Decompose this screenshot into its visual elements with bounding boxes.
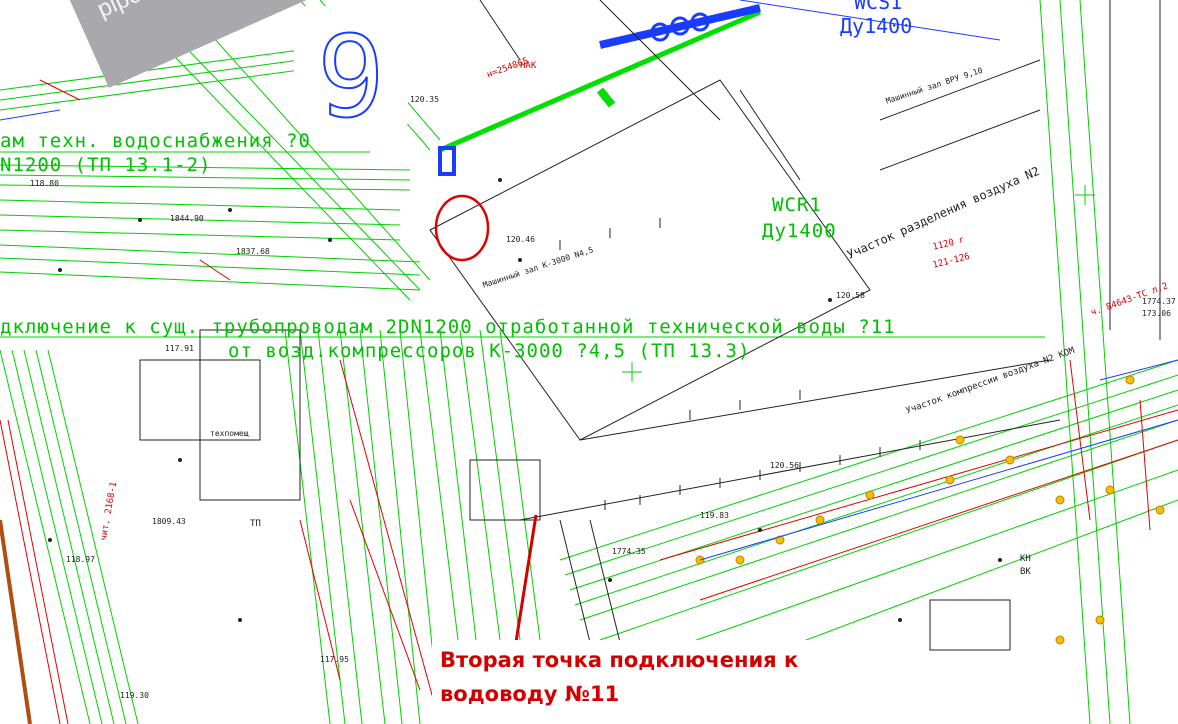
sheet-number-glyph: 9 [316, 12, 385, 144]
pipe-label-wcr1: WCR1 [772, 194, 822, 216]
label-building-2: 173.06 [1142, 309, 1171, 318]
elevation-f: 119.83 [700, 511, 729, 520]
pipe-bundle-center [284, 329, 541, 724]
pipe-label-wcr1-dn: Ду1400 [762, 220, 837, 242]
elevation-h: 1837.68 [236, 247, 270, 256]
blue-lines [0, 0, 1178, 561]
main-label-2: от возд.компрессоров К-3000 ?4,5 (ТП 13.… [228, 340, 751, 362]
tick-marks [559, 218, 921, 510]
brown-pipe-left [0, 519, 32, 724]
crosshair-marks [622, 185, 1095, 382]
callout-line-2: водоводу №11 [440, 682, 620, 706]
building-outlines [139, 0, 1161, 724]
label-tp: ТП [250, 519, 261, 529]
elevation-d: 117.91 [165, 344, 194, 353]
header-label-b: N1200 (ТП 13.1-2) [0, 154, 212, 176]
header-label-a: ам техн. водоснабжения ?0 [0, 130, 311, 152]
elevation-k: 117.95 [320, 655, 349, 664]
label-vk: ВК [1020, 567, 1031, 577]
valve-marker-blue [438, 146, 456, 176]
callout-line-1: Вторая точка подключения к [440, 648, 799, 672]
pipe-bundle-upper [0, 0, 441, 301]
elevation-j: 120.58 [836, 291, 865, 300]
elevation-l: 118.97 [66, 555, 95, 564]
label-tech-room: техпомещ [210, 429, 249, 438]
elevation-a: 120.35 [410, 95, 439, 104]
main-green-pipe [439, 9, 761, 153]
elevation-g: 1809.43 [152, 517, 186, 526]
red-lines [0, 79, 1178, 724]
pipe-bundle-left [0, 349, 139, 724]
callout-box: Вторая точка подключения к водоводу №11 [432, 640, 900, 724]
blue-fittings [650, 12, 710, 42]
callout-leader [514, 514, 538, 643]
pipe-label-wcs1: WCS1 [854, 0, 903, 14]
elevation-n: 1774.35 [612, 547, 646, 556]
blue-pipe-top [599, 4, 761, 49]
survey-points [48, 178, 1002, 622]
main-label-1: дключение к сущ. трубопроводам 2DN1200 о… [0, 316, 896, 338]
highlight-circle [434, 194, 490, 262]
label-nak: НАК [520, 61, 537, 71]
elevation-m: 119.30 [120, 691, 149, 700]
valve-symbols [695, 375, 1165, 645]
elevation-i: 1844.90 [170, 214, 204, 223]
sheet-tag-line2: pipes TП [93, 0, 192, 24]
pipe-bundle-right [559, 0, 1178, 724]
elevation-e: 120.56 [770, 461, 799, 470]
elevation-b: 120.46 [506, 235, 535, 244]
pipe-label-wcs1-dn: Ду1400 [840, 14, 913, 38]
label-building-1: 1774.37 [1142, 297, 1176, 306]
sheet-number-box: 9 [294, 6, 408, 144]
elevation-c: 118.80 [30, 179, 59, 188]
label-kn: КН [1020, 554, 1031, 564]
sheet-number: 9 [317, 13, 384, 124]
